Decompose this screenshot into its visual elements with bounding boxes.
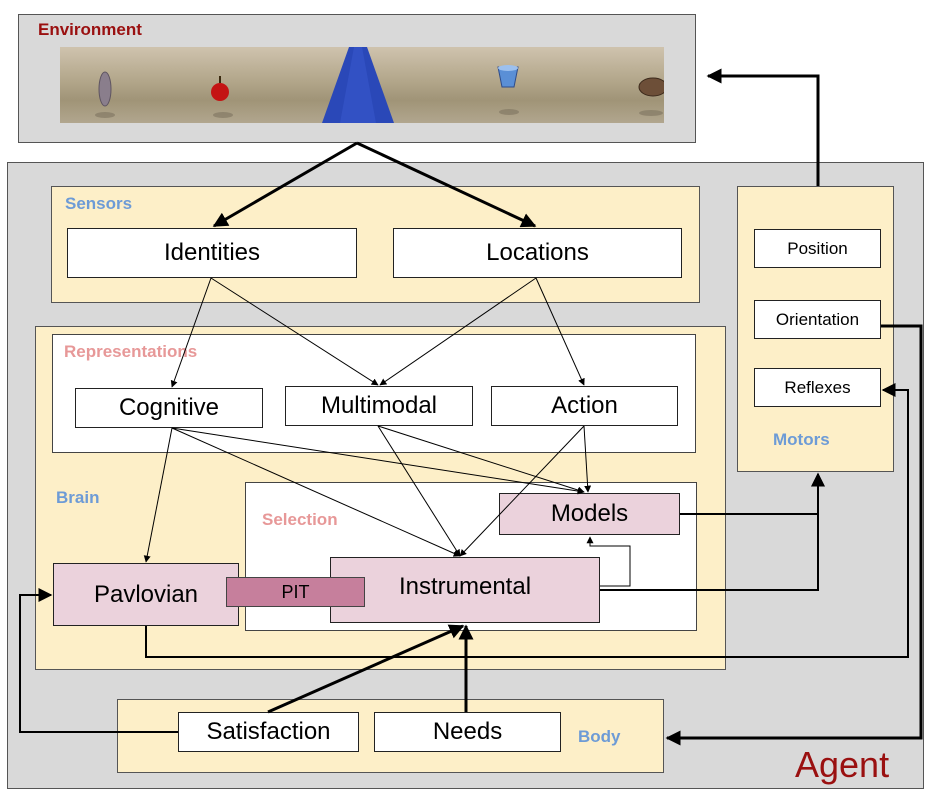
sensors-label: Sensors [65, 194, 133, 213]
bucket-rim [498, 65, 518, 71]
satisfaction-node: Satisfaction [178, 712, 359, 752]
cognitive-node: Cognitive [75, 388, 263, 428]
environment-scene-image [95, 47, 664, 123]
agent-label: Agent [795, 744, 890, 785]
apple-object [211, 83, 229, 101]
motors-label: Motors [773, 430, 830, 449]
reflexes-node: Reflexes [754, 368, 881, 407]
coin-object [98, 71, 112, 107]
pavlovian-node: Pavlovian [53, 563, 239, 626]
identities-node: Identities [67, 228, 357, 278]
position-node: Position [754, 229, 881, 268]
apple-stem [219, 76, 221, 83]
instrumental-node: Instrumental [330, 557, 600, 623]
body-label: Body [578, 727, 621, 746]
multimodal-node: Multimodal [285, 386, 473, 426]
apple-shadow [213, 112, 233, 118]
bucket-shadow [499, 109, 519, 115]
environment-scene [60, 47, 664, 123]
orientation-node: Orientation [754, 300, 881, 339]
environment-label: Environment [38, 20, 142, 39]
locations-node: Locations [393, 228, 682, 278]
road-highlight [340, 47, 376, 123]
action-node: Action [491, 386, 678, 426]
brain-label: Brain [56, 488, 100, 507]
bowl-shadow [639, 110, 663, 116]
representations-label: Representations [64, 342, 198, 361]
models-node: Models [499, 493, 680, 535]
pit-node: PIT [226, 577, 365, 607]
coin-shadow [95, 112, 115, 118]
needs-node: Needs [374, 712, 561, 752]
selection-label: Selection [262, 510, 338, 529]
bowl-object [638, 77, 664, 97]
